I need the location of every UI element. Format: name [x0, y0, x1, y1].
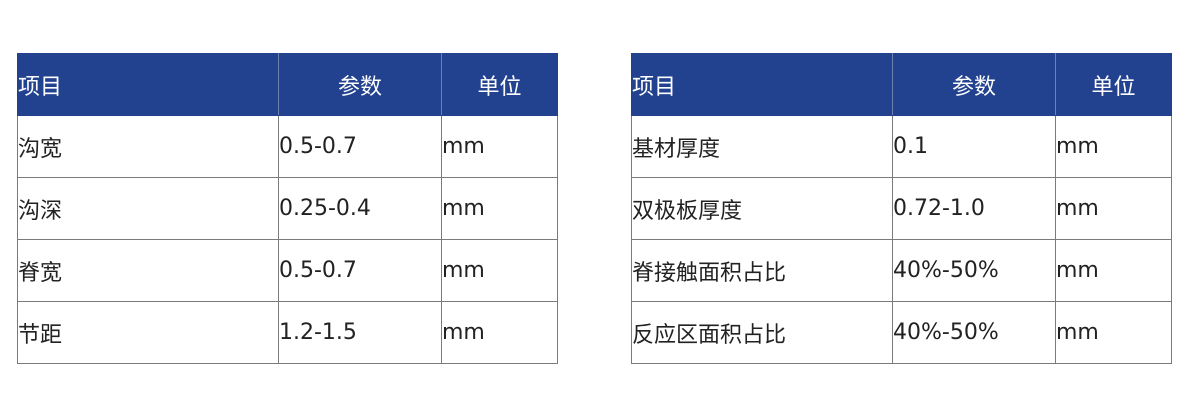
table-header-row: 项目 参数 单位: [17, 53, 558, 116]
table-row: 沟宽 0.5-0.7 mm: [17, 115, 558, 178]
column-header-parameter: 参数: [892, 53, 1056, 116]
cell-unit: mm: [441, 239, 558, 302]
cell-parameter: 0.1: [892, 115, 1056, 178]
cell-item: 基材厚度: [631, 115, 893, 178]
column-header-item: 项目: [631, 53, 893, 116]
column-header-unit: 单位: [441, 53, 558, 116]
cell-parameter: 0.25-0.4: [278, 177, 442, 240]
table-row: 双极板厚度 0.72-1.0 mm: [631, 177, 1172, 240]
cell-parameter: 0.5-0.7: [278, 115, 442, 178]
table-header-row: 项目 参数 单位: [631, 53, 1172, 116]
spec-table-right: 项目 参数 单位 基材厚度 0.1 mm 双极板厚度 0.72-1.0 mm 脊…: [631, 53, 1172, 364]
cell-item: 反应区面积占比: [631, 301, 893, 364]
cell-parameter: 40%-50%: [892, 239, 1056, 302]
cell-unit: mm: [441, 301, 558, 364]
table-row: 基材厚度 0.1 mm: [631, 115, 1172, 178]
cell-unit: mm: [1055, 115, 1172, 178]
table-row: 脊接触面积占比 40%-50% mm: [631, 239, 1172, 302]
spec-table-left: 项目 参数 单位 沟宽 0.5-0.7 mm 沟深 0.25-0.4 mm 脊宽…: [17, 53, 558, 364]
column-header-unit: 单位: [1055, 53, 1172, 116]
cell-unit: mm: [441, 177, 558, 240]
table-row: 脊宽 0.5-0.7 mm: [17, 239, 558, 302]
table-row: 沟深 0.25-0.4 mm: [17, 177, 558, 240]
column-header-parameter: 参数: [278, 53, 442, 116]
cell-unit: mm: [1055, 301, 1172, 364]
cell-unit: mm: [1055, 177, 1172, 240]
cell-item: 双极板厚度: [631, 177, 893, 240]
cell-item: 脊宽: [17, 239, 279, 302]
cell-parameter: 0.72-1.0: [892, 177, 1056, 240]
table-row: 节距 1.2-1.5 mm: [17, 301, 558, 364]
cell-parameter: 0.5-0.7: [278, 239, 442, 302]
cell-item: 沟深: [17, 177, 279, 240]
column-header-item: 项目: [17, 53, 279, 116]
table-row: 反应区面积占比 40%-50% mm: [631, 301, 1172, 364]
cell-item: 节距: [17, 301, 279, 364]
cell-unit: mm: [441, 115, 558, 178]
cell-parameter: 40%-50%: [892, 301, 1056, 364]
cell-unit: mm: [1055, 239, 1172, 302]
cell-item: 沟宽: [17, 115, 279, 178]
cell-parameter: 1.2-1.5: [278, 301, 442, 364]
cell-item: 脊接触面积占比: [631, 239, 893, 302]
